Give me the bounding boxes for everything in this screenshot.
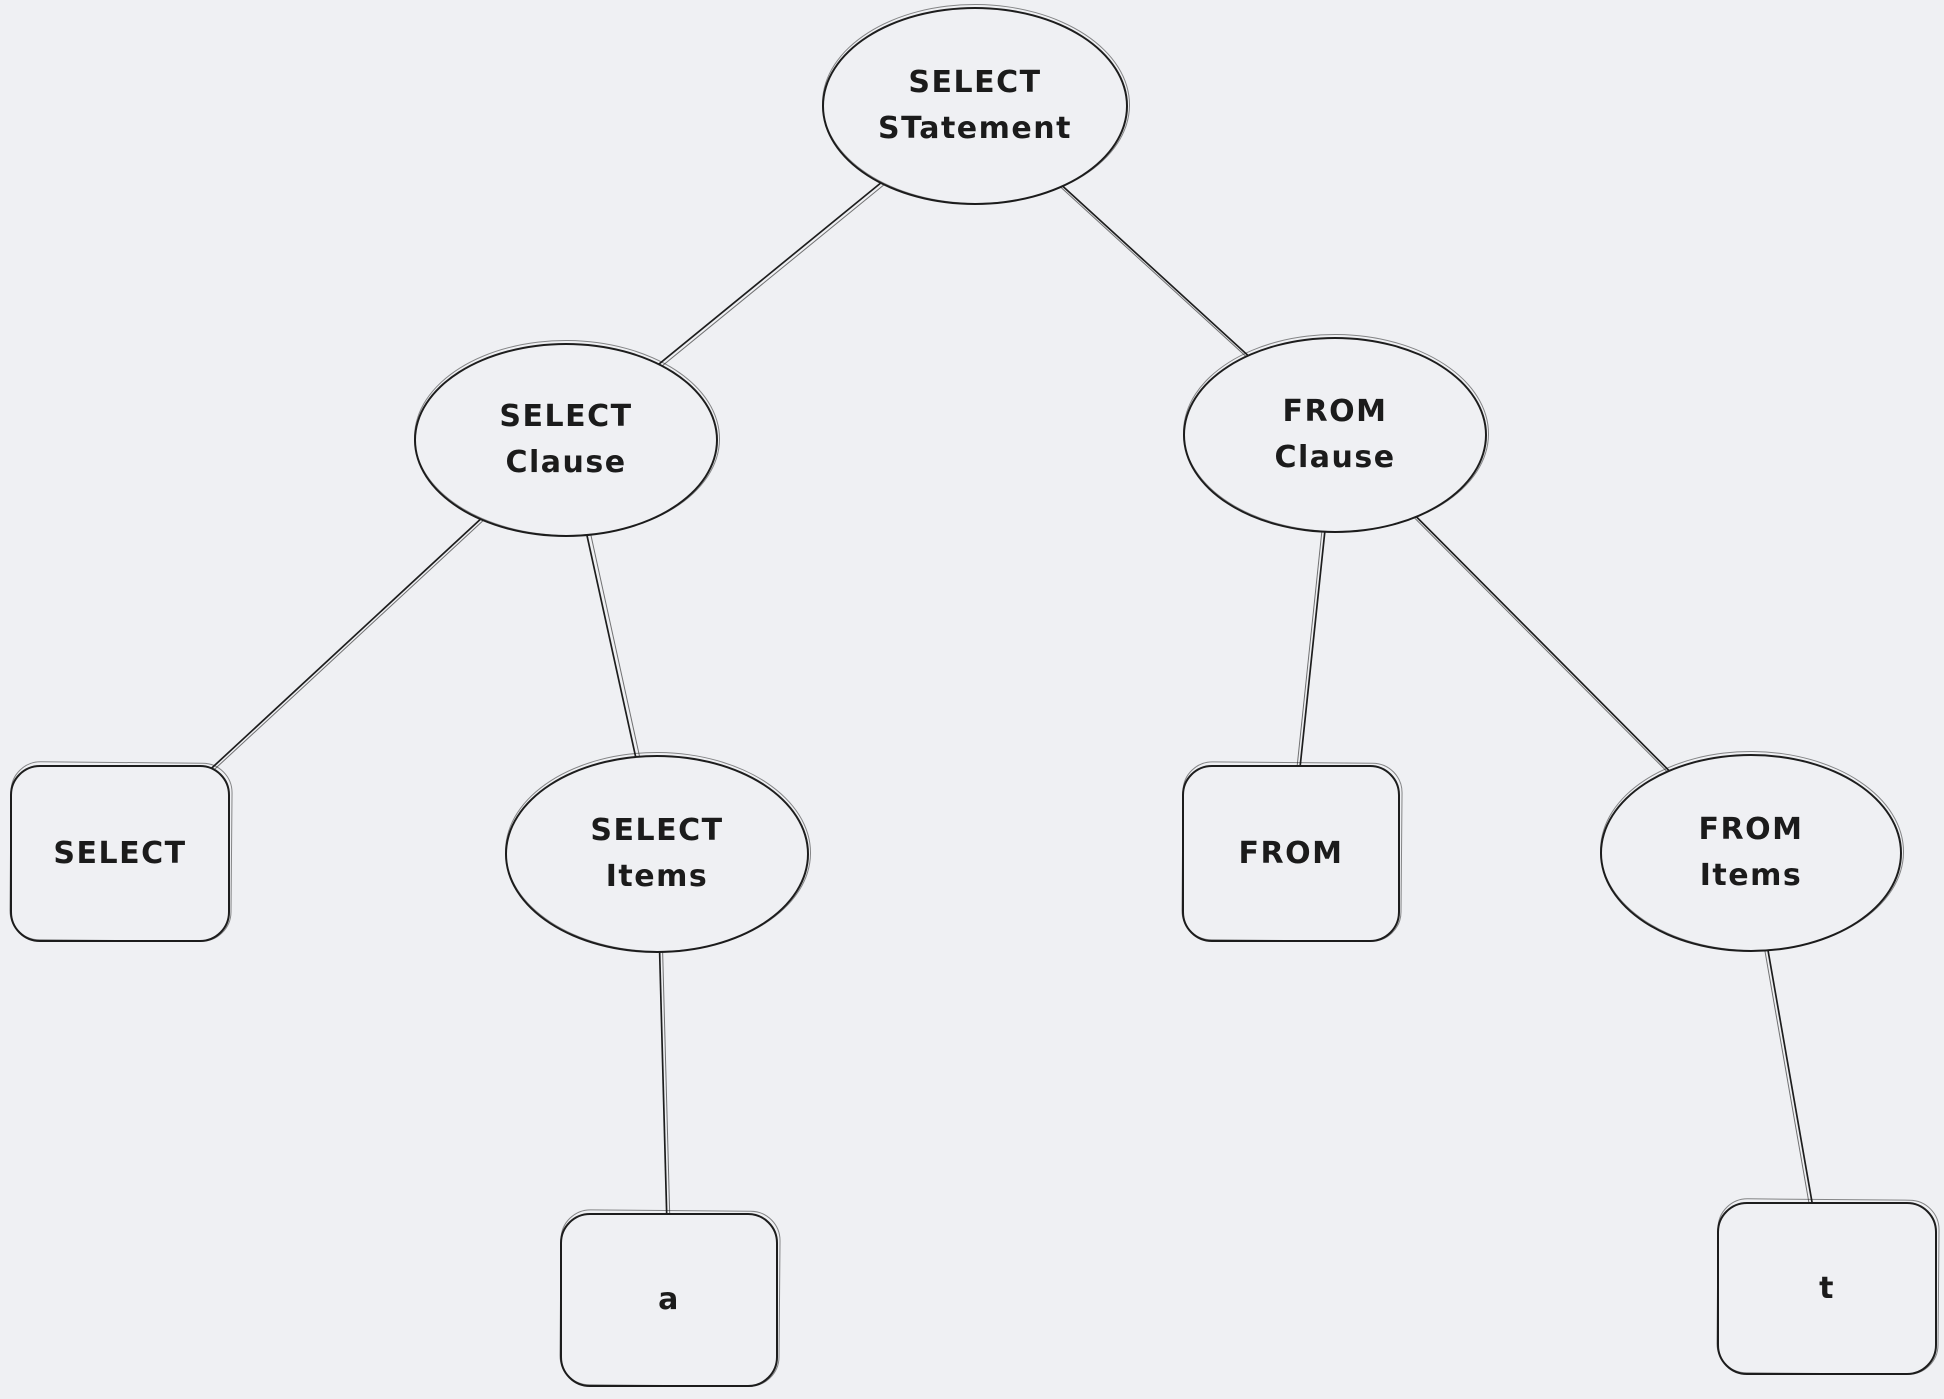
node-from-clause[interactable]: FROM Clause bbox=[1183, 337, 1487, 533]
node-table-t-label: t bbox=[1819, 1270, 1835, 1306]
node-column-a-label: a bbox=[658, 1282, 680, 1317]
node-select-clause-label-line1: SELECT bbox=[499, 399, 633, 434]
node-from-items-label-line2: Items bbox=[1699, 858, 1803, 893]
node-select-items-label-line1: SELECT bbox=[590, 813, 724, 848]
node-from-clause-label-line1: FROM bbox=[1282, 394, 1388, 429]
node-select-clause-label-line2: Clause bbox=[505, 445, 627, 480]
node-from-keyword[interactable]: FROM bbox=[1182, 765, 1400, 942]
node-select-items[interactable]: SELECT Items bbox=[505, 755, 809, 953]
node-select-items-label-line2: Items bbox=[605, 859, 709, 894]
node-from-keyword-label: FROM bbox=[1238, 835, 1344, 871]
node-from-items[interactable]: FROM Items bbox=[1600, 754, 1902, 952]
node-select-keyword[interactable]: SELECT bbox=[10, 765, 230, 942]
node-column-a[interactable]: a bbox=[560, 1213, 778, 1387]
node-table-t[interactable]: t bbox=[1717, 1202, 1937, 1375]
node-select-keyword-label: SELECT bbox=[53, 835, 187, 871]
node-select-clause[interactable]: SELECT Clause bbox=[414, 343, 718, 537]
node-from-clause-label-line2: Clause bbox=[1274, 440, 1396, 475]
node-select-statement-label-line1: SELECT bbox=[908, 65, 1042, 100]
node-select-statement[interactable]: SELECT STatement bbox=[822, 7, 1128, 205]
node-select-statement-label-line2: STatement bbox=[878, 111, 1072, 146]
node-from-items-label-line1: FROM bbox=[1698, 812, 1804, 847]
